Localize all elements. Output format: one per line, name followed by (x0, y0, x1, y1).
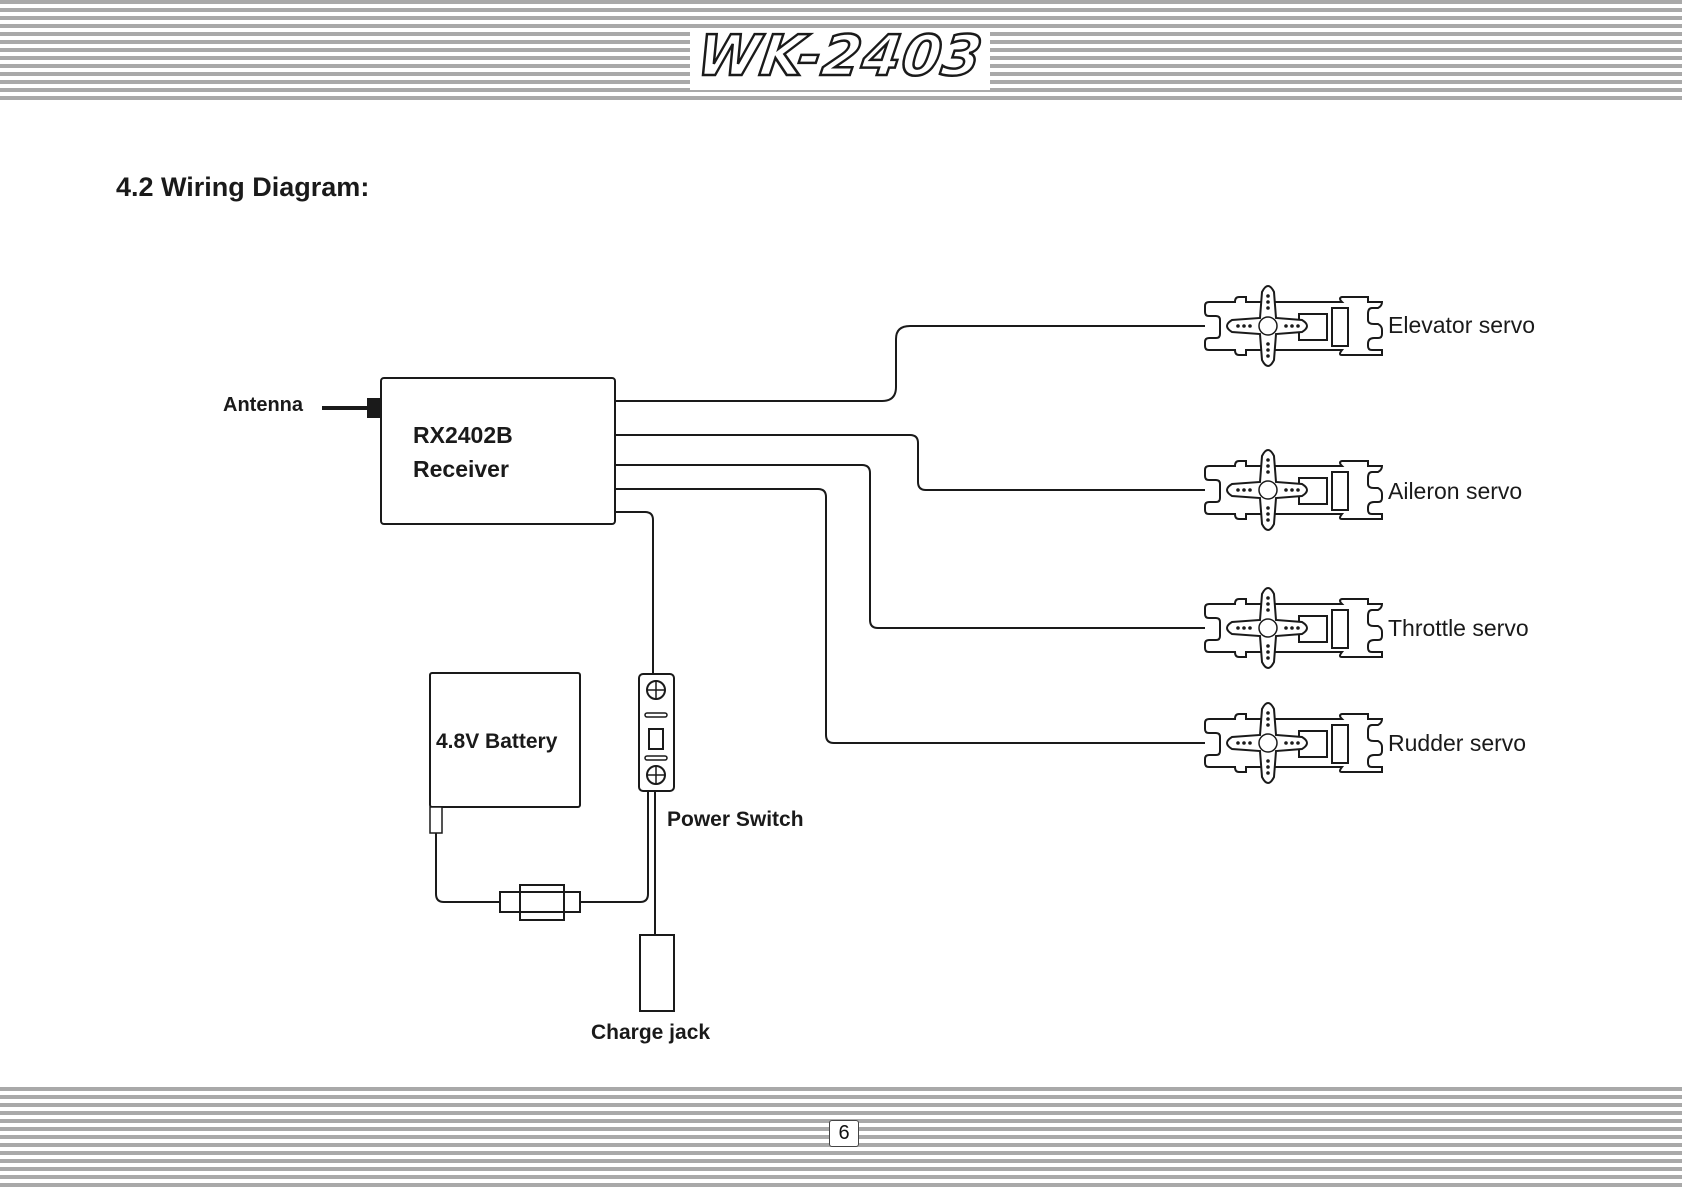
rudder-servo-label: Rudder servo (1388, 730, 1526, 756)
battery-lead (430, 807, 442, 833)
battery-connector (500, 892, 580, 912)
receiver-name-label: Receiver (413, 456, 509, 482)
throttle-servo (1205, 588, 1382, 668)
power-switch-label: Power Switch (667, 808, 804, 831)
rudder-wire (615, 489, 1205, 743)
elevator-servo-label: Elevator servo (1388, 312, 1535, 338)
rudder-servo (1205, 703, 1382, 783)
throttle-servo-label: Throttle servo (1388, 615, 1529, 641)
aileron-servo-label: Aileron servo (1388, 478, 1522, 504)
charge-jack-label: Charge jack (591, 1021, 710, 1044)
receiver-model-label: RX2402B (413, 422, 513, 448)
antenna-label: Antenna (223, 394, 304, 416)
battery-label: 4.8V Battery (436, 730, 558, 753)
charge-jack (640, 935, 674, 1011)
switch-slider (649, 729, 663, 749)
elevator-wire (615, 326, 1205, 401)
aileron-servo (1205, 450, 1382, 530)
receiver-box (381, 378, 615, 524)
elevator-servo (1205, 286, 1382, 366)
antenna-connector (367, 398, 381, 418)
switch-battery-wire (580, 791, 648, 902)
switch-wire (615, 512, 653, 674)
aileron-wire (615, 435, 1205, 490)
page-number: 6 (829, 1120, 859, 1147)
battery-wire (436, 833, 500, 902)
